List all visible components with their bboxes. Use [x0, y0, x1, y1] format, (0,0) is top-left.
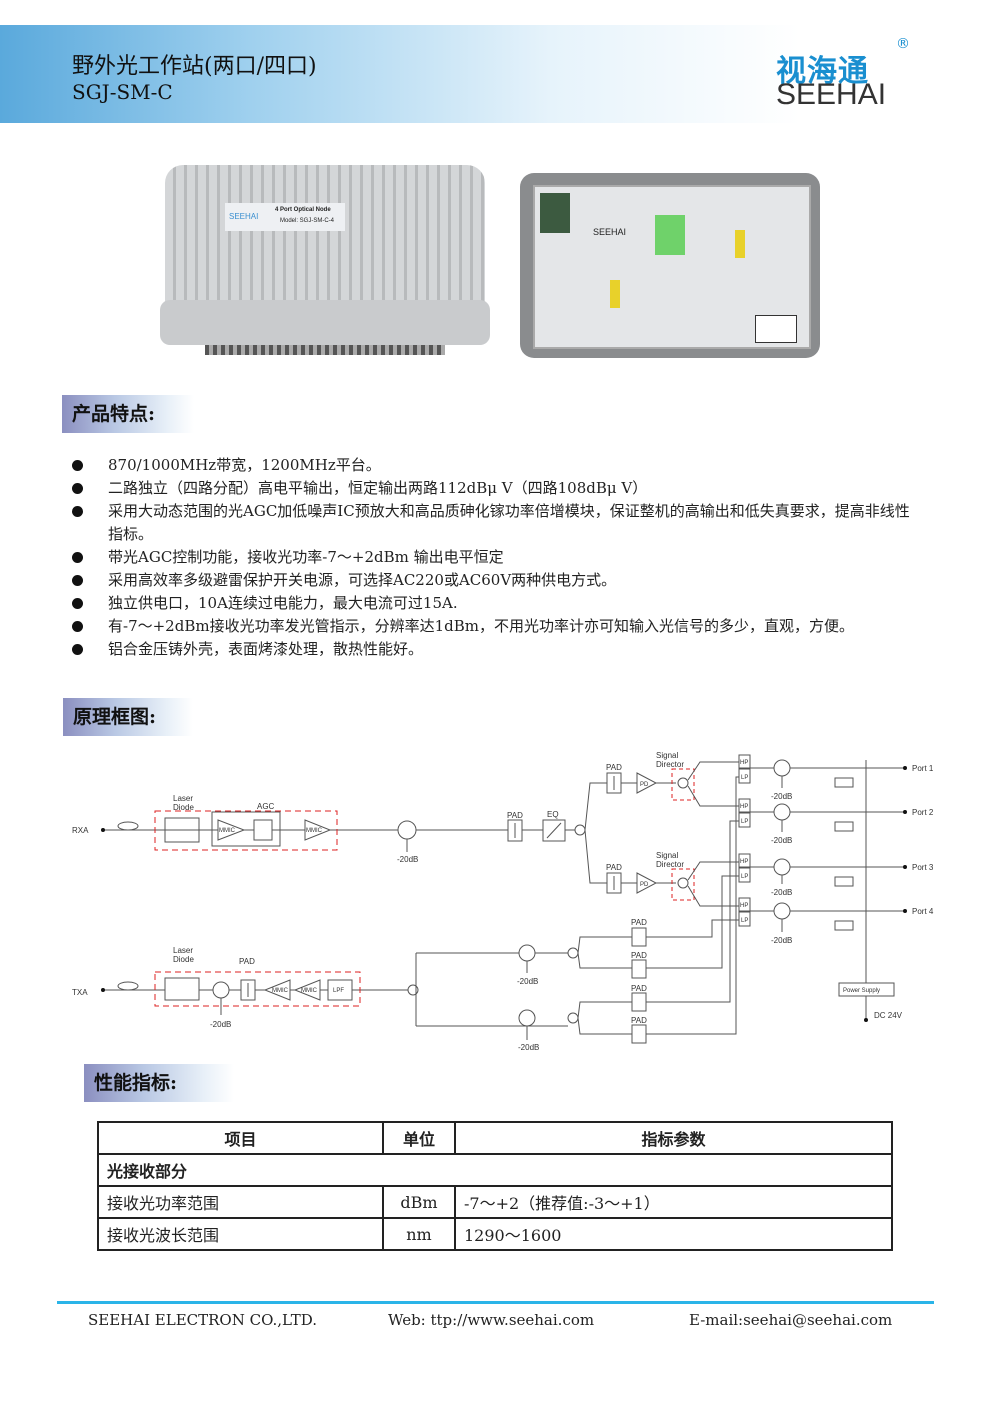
agc-label: AGC	[257, 802, 275, 811]
footer-web[interactable]: Web: ttp://www.seehai.com	[388, 1311, 595, 1329]
bullet-icon	[72, 644, 83, 655]
product-model: SGJ-SM-C	[72, 80, 173, 104]
svg-text:PD: PD	[640, 782, 649, 788]
photo-brand: SEEHAI	[229, 212, 259, 221]
product-photo-open: SEEHAI	[515, 155, 827, 375]
svg-text:Signal: Signal	[656, 751, 678, 760]
svg-text:MMIC: MMIC	[306, 828, 323, 834]
svg-text:-20dB: -20dB	[771, 836, 792, 845]
feature-item: 铝合金压铸外壳，表面烤漆处理，散热性能好。	[70, 638, 920, 661]
svg-text:PAD: PAD	[631, 984, 647, 993]
svg-text:PD: PD	[640, 882, 649, 888]
bullet-icon	[72, 621, 83, 632]
section-heading-specs: 性能指标:	[84, 1064, 234, 1102]
feature-item: 二路独立（四路分配）高电平输出，恒定输出两路112dBμ V（四路108dBμ …	[70, 477, 920, 500]
svg-text:Director: Director	[656, 860, 684, 869]
txa-label: TXA	[72, 988, 88, 997]
svg-text:PAD: PAD	[631, 951, 647, 960]
bullet-icon	[72, 575, 83, 586]
footer-email[interactable]: E-mail:seehai@seehai.com	[689, 1311, 893, 1329]
port-2-label: Port 2	[912, 808, 934, 817]
power-supply-label: Power Supply	[843, 988, 880, 994]
svg-text:Signal: Signal	[656, 851, 678, 860]
svg-text:Diode: Diode	[173, 955, 194, 964]
photo-product-name: 4 Port Optical Node	[275, 207, 331, 213]
feature-list: 870/1000MHz带宽，1200MHz平台。 二路独立（四路分配）高电平输出…	[70, 454, 920, 661]
port-3-label: Port 3	[912, 863, 934, 872]
table-row: 接收光波长范围 nm 1290～1600	[97, 1217, 893, 1251]
svg-text:-20dB: -20dB	[210, 1020, 231, 1029]
port-1-label: Port 1	[912, 764, 934, 773]
svg-text:PAD: PAD	[507, 811, 523, 820]
feature-item: 采用高效率多级避雷保护开关电源，可选择AC220或AC60V两种供电方式。	[70, 569, 920, 592]
logo-chinese: 视海通	[776, 54, 869, 89]
table-header-row: 项目 单位 指标参数	[97, 1121, 893, 1155]
svg-text:-20dB: -20dB	[771, 888, 792, 897]
svg-text:HP: HP	[740, 859, 748, 865]
bullet-icon	[72, 552, 83, 563]
dc-label: DC 24V	[874, 1011, 903, 1020]
feature-item: 有-7～+2dBm接收光功率发光管指示，分辨率达1dBm，不用光功率计亦可知输入…	[70, 615, 920, 638]
svg-text:HP: HP	[740, 760, 748, 766]
bullet-icon	[72, 598, 83, 609]
section-heading-diagram: 原理框图:	[63, 698, 193, 736]
feature-item: 采用大动态范围的光AGC加低噪声IC预放大和高品质砷化镓功率倍增模块，保证整机的…	[70, 500, 920, 546]
svg-text:MMIC: MMIC	[301, 988, 318, 994]
svg-text:LP: LP	[741, 775, 748, 781]
svg-text:Laser: Laser	[173, 946, 193, 955]
footer-company: SEEHAI ELECTRON CO.,LTD.	[88, 1311, 318, 1329]
svg-text:-20dB: -20dB	[771, 792, 792, 801]
footer-divider	[57, 1301, 934, 1304]
svg-text:LP: LP	[741, 819, 748, 825]
photo-brand-open: SEEHAI	[593, 227, 627, 237]
feature-item: 独立供电口，10A连续过电能力，最大电流可过15A.	[70, 592, 920, 615]
product-photo-closed: SEEHAI 4 Port Optical Node Model: SGJ-SM…	[160, 155, 490, 360]
registered-mark: ®	[896, 36, 910, 52]
svg-text:-20dB: -20dB	[771, 936, 792, 945]
eq-label: EQ	[547, 810, 559, 819]
svg-text:-20dB: -20dB	[397, 855, 418, 864]
port-4-label: Port 4	[912, 907, 934, 916]
svg-text:LP: LP	[741, 918, 748, 924]
photo-model: Model: SGJ-SM-C-4	[280, 218, 335, 224]
feature-item: 870/1000MHz带宽，1200MHz平台。	[70, 454, 920, 477]
logo-english: SEEHAI	[776, 78, 887, 111]
svg-text:LP: LP	[741, 874, 748, 880]
header-banner	[0, 25, 1000, 123]
svg-text:LPF: LPF	[333, 988, 344, 994]
table-group-row: 光接收部分	[97, 1153, 893, 1187]
svg-text:-20dB: -20dB	[518, 1043, 539, 1052]
section-heading-features: 产品特点:	[62, 395, 194, 433]
table-row: 接收光功率范围 dBm -7～+2（推荐值:-3～+1）	[97, 1185, 893, 1219]
svg-text:MMIC: MMIC	[272, 988, 289, 994]
product-title: 野外光工作站(两口/四口)	[72, 54, 317, 79]
rxa-label: RXA	[72, 826, 89, 835]
svg-text:PAD: PAD	[239, 957, 255, 966]
feature-item: 带光AGC控制功能，接收光功率-7～+2dBm 输出电平恒定	[70, 546, 920, 569]
svg-text:HP: HP	[740, 804, 748, 810]
spec-table: 项目 单位 指标参数 光接收部分 接收光功率范围 dBm -7～+2（推荐值:-…	[97, 1121, 893, 1251]
svg-text:PAD: PAD	[606, 863, 622, 872]
bullet-icon	[72, 506, 83, 517]
svg-text:Diode: Diode	[173, 803, 194, 812]
svg-text:HP: HP	[740, 903, 748, 909]
svg-text:Director: Director	[656, 760, 684, 769]
svg-text:-20dB: -20dB	[517, 977, 538, 986]
svg-text:Laser: Laser	[173, 794, 193, 803]
svg-text:PAD: PAD	[631, 1016, 647, 1025]
svg-text:PAD: PAD	[631, 918, 647, 927]
bullet-icon	[72, 460, 83, 471]
bullet-icon	[72, 483, 83, 494]
svg-text:PAD: PAD	[606, 763, 622, 772]
svg-text:MMIC: MMIC	[219, 828, 236, 834]
